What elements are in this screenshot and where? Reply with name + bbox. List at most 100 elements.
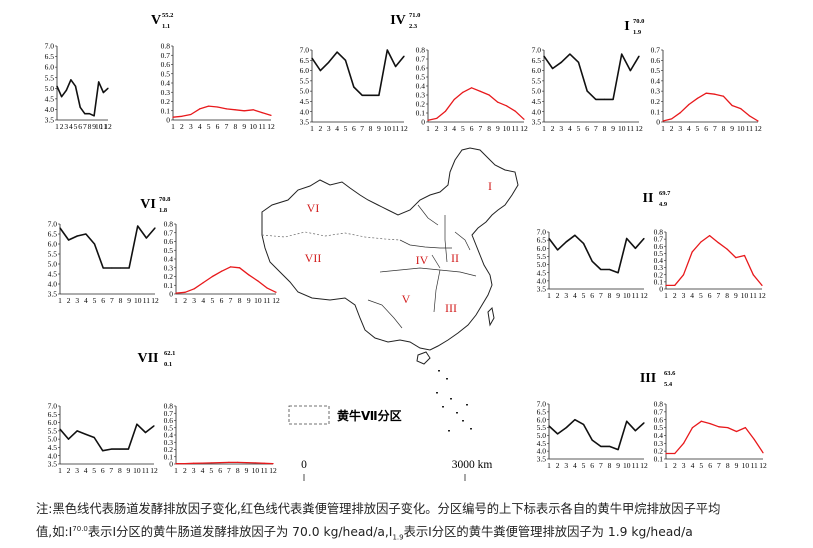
panel-vii-manure-ytick-label: 0.4 bbox=[164, 431, 174, 440]
panel-i-manure-ytick-label: 0.6 bbox=[651, 56, 661, 65]
panel-vii-manure-xtick-label: 5 bbox=[209, 466, 213, 475]
panel-v-manure-point bbox=[270, 114, 272, 116]
panel-i-manure-ytick-label: 0.1 bbox=[651, 107, 661, 116]
panel-iv-manure-xtick-label: 9 bbox=[496, 124, 500, 133]
panel-vi-manure-ytick-label: 0.6 bbox=[164, 237, 174, 246]
panel-iii-enteric-ytick-label: 6.5 bbox=[537, 407, 547, 416]
panel-ii-enteric-xtick-label: 3 bbox=[564, 291, 568, 300]
panel-ii-enteric-point bbox=[643, 237, 645, 240]
caption-line-1: 注:黑色线代表肠道发酵排放因子变化,红色线代表粪便管理排放因子变化。分区编号的上… bbox=[36, 502, 721, 516]
panel-iv-manure-xtick-label: 7 bbox=[478, 124, 482, 133]
panel-i-manure-ytick-label: 0.7 bbox=[651, 46, 661, 55]
panel-v-manure-point bbox=[243, 110, 245, 112]
panel-iii-enteric-xtick-label: 5 bbox=[582, 461, 586, 470]
panel-v-manure-xtick-label: 2 bbox=[180, 122, 184, 131]
panel-iv-enteric-point bbox=[369, 94, 372, 96]
panel-ii-enteric-point bbox=[608, 268, 611, 271]
panel-vii-superscript: 62.1 bbox=[164, 350, 175, 357]
panel-vii-enteric-xtick-label: 10 bbox=[133, 466, 141, 475]
panel-vii-enteric-xtick-label: 12 bbox=[150, 466, 158, 475]
panel-i-manure-xtick-label: 7 bbox=[713, 124, 717, 133]
panel-ii-manure-ytick-label: 0.5 bbox=[654, 249, 664, 258]
panel-iii-enteric-ytick-label: 5.5 bbox=[537, 423, 547, 432]
panel-v-enteric-point bbox=[84, 113, 86, 115]
panel-iv-manure-xtick-label: 2 bbox=[435, 124, 439, 133]
panel-vii-manure-xtick-label: 1 bbox=[174, 466, 178, 475]
panel-iv-manure-xtick-label: 12 bbox=[520, 124, 528, 133]
panel-v-manure-point bbox=[181, 115, 183, 117]
panel-ii-enteric-point bbox=[591, 260, 593, 262]
panel-vii-manure-xtick-label: 6 bbox=[218, 466, 222, 475]
panel-i-manure-xtick-label: 6 bbox=[704, 124, 708, 133]
panel-iii-manure-point bbox=[691, 426, 694, 429]
panel-vi-manure-xtick-label: 10 bbox=[254, 296, 262, 305]
panel-ii-manure-line bbox=[666, 234, 763, 287]
panel-i-manure-point bbox=[688, 103, 690, 106]
panel-iii-enteric-xtick-label: 10 bbox=[623, 461, 631, 470]
panel-vii-enteric-ytick-label: 6.0 bbox=[48, 418, 58, 427]
panel-iii-manure-xtick-label: 12 bbox=[759, 461, 767, 470]
panel-vi-manure-xtick-label: 9 bbox=[247, 296, 251, 305]
panel-vi-manure-xtick-label: 11 bbox=[263, 296, 270, 305]
panel-iii-enteric-point bbox=[608, 445, 611, 448]
panel-i-manure-xtick-label: 12 bbox=[754, 124, 762, 133]
panel-ii-enteric-point bbox=[600, 268, 602, 271]
panel-iv-manure-point bbox=[479, 90, 481, 92]
panel-i-enteric-xtick-label: 9 bbox=[611, 124, 615, 133]
panel-vii-enteric-xtick-label: 6 bbox=[101, 466, 105, 475]
panel-vi-enteric-ytick-label: 6.5 bbox=[48, 230, 58, 239]
panel-vii-enteric-point bbox=[93, 436, 95, 439]
panel-vii-enteric-point bbox=[85, 433, 87, 435]
panel-iv-enteric-ytick-label: 6.0 bbox=[300, 66, 310, 75]
panel-v-enteric-xtick-label: 2 bbox=[60, 122, 64, 131]
panel-v-subscript: 1.1 bbox=[162, 23, 170, 30]
panel-iv-enteric-xtick-label: 12 bbox=[400, 124, 408, 133]
panel-vi-enteric-xtick-label: 1 bbox=[58, 296, 62, 305]
panel-ii-enteric-ytick-label: 4.0 bbox=[537, 276, 547, 285]
panel-vii-enteric-point bbox=[136, 423, 138, 425]
taiwan-island bbox=[487, 306, 495, 327]
panel-ii-manure-xtick-label: 11 bbox=[750, 291, 757, 300]
panel-iv-manure-point bbox=[505, 105, 508, 107]
panel-iv-enteric-xtick-label: 6 bbox=[352, 124, 356, 133]
panel-iv-enteric-point bbox=[353, 86, 355, 88]
panel-v-manure-point bbox=[216, 106, 219, 108]
panel-iv-enteric-point bbox=[378, 94, 380, 96]
panel-vi-enteric-xtick-label: 3 bbox=[75, 296, 79, 305]
panel-vii-enteric-point bbox=[144, 431, 147, 434]
panel-vi-manure-point bbox=[275, 291, 277, 293]
panel-iii-manure-ytick-label: 0.3 bbox=[654, 439, 664, 448]
panel-ii-manure-xtick-label: 10 bbox=[741, 291, 749, 300]
panel-i-enteric-point bbox=[595, 98, 597, 100]
panel-vii-enteric-point bbox=[102, 450, 104, 452]
panel-vi-manure-xtick-label: 12 bbox=[272, 296, 280, 305]
panel-iv-enteric-ytick-label: 5.0 bbox=[300, 87, 310, 96]
panel-v-enteric-ytick-label: 5.5 bbox=[45, 73, 55, 82]
panel-iv-manure-ytick-label: 0.6 bbox=[416, 64, 426, 73]
panel-v-enteric-ytick-label: 6.0 bbox=[45, 63, 55, 72]
panel-v-enteric-xtick-label: 12 bbox=[104, 122, 112, 131]
panel-iii-manure-xtick-label: 6 bbox=[708, 461, 712, 470]
panel-i-manure-point bbox=[757, 120, 759, 122]
panel-iii-enteric-point bbox=[565, 426, 567, 429]
figure-caption: 注:黑色线代表肠道发酵排放因子变化,红色线代表粪便管理排放因子变化。分区编号的上… bbox=[36, 499, 804, 548]
panel-v-manure-point bbox=[172, 116, 174, 118]
china-outline bbox=[261, 147, 519, 351]
panel-iv-enteric-xtick-label: 11 bbox=[392, 124, 399, 133]
panel-vi-enteric-xtick-label: 9 bbox=[127, 296, 131, 305]
panel-vii-enteric-xtick-label: 7 bbox=[109, 466, 113, 475]
panel-iv-enteric-point bbox=[328, 61, 330, 63]
panel-i-enteric-point bbox=[586, 90, 588, 92]
panel-vii-enteric-ytick-label: 5.5 bbox=[48, 426, 58, 435]
china-map: I II III IV V VI VII bbox=[261, 147, 519, 432]
panel-i-enteric-ytick-label: 4.5 bbox=[532, 97, 542, 106]
legend-swatch bbox=[288, 405, 330, 425]
panel-iv-enteric-xtick-label: 9 bbox=[377, 124, 381, 133]
panel-iv-manure-point bbox=[471, 87, 473, 89]
panel-i-enteric-point bbox=[543, 55, 545, 57]
panel-ii-enteric-ytick-label: 7.0 bbox=[537, 228, 547, 237]
panel-iv-manure-ytick-label: 0.1 bbox=[416, 109, 426, 118]
